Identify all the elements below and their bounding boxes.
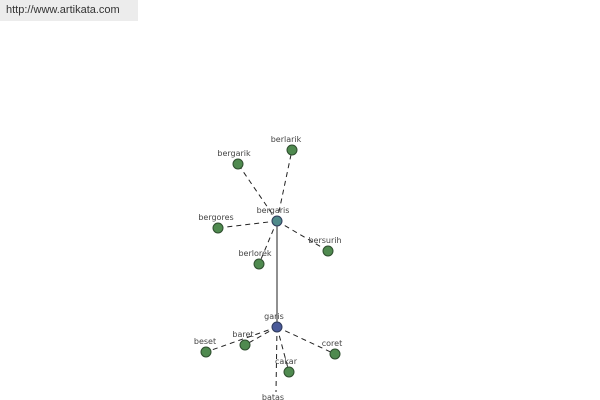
node-baret[interactable] — [239, 339, 251, 351]
label-berlarik[interactable]: berlarik — [271, 135, 302, 144]
edge-bergaris-bergores — [217, 220, 278, 229]
label-beset[interactable]: beset — [194, 337, 216, 346]
node-beset[interactable] — [200, 346, 212, 358]
node-coret[interactable] — [329, 348, 341, 360]
node-berlorek[interactable] — [253, 258, 265, 270]
node-berlarik[interactable] — [286, 144, 298, 156]
label-bergores[interactable]: bergores — [198, 213, 233, 222]
edge-bergaris-bersurih — [276, 220, 329, 252]
edges — [205, 149, 336, 393]
node-cakar[interactable] — [283, 366, 295, 378]
label-berlorek[interactable]: berlorek — [238, 249, 271, 258]
label-bergarik[interactable]: bergarik — [217, 149, 251, 158]
edge-bergaris-bergarik — [237, 163, 278, 222]
label-bergaris[interactable]: bergaris — [257, 206, 290, 215]
edge-garis-baret — [244, 326, 278, 346]
node-bergarik[interactable] — [232, 158, 244, 170]
edge-garis-coret — [276, 326, 336, 355]
label-baret[interactable]: baret — [232, 330, 253, 339]
edge-garis-cakar — [276, 326, 290, 373]
node-bergaris[interactable] — [271, 215, 283, 227]
node-bergores[interactable] — [212, 222, 224, 234]
edge-garis-batas — [275, 326, 278, 393]
label-garis[interactable]: garis — [264, 312, 284, 321]
source-url[interactable]: http://www.artikata.com — [0, 0, 138, 21]
labels: bergarik berlarik bergores bergaris bers… — [194, 135, 342, 400]
edge-bergaris-berlorek — [258, 220, 278, 265]
nodes — [200, 144, 341, 378]
label-coret[interactable]: coret — [322, 339, 342, 348]
edge-bergaris-berlarik — [276, 149, 293, 222]
label-bersurih[interactable]: bersurih — [308, 236, 341, 245]
label-cakar[interactable]: cakar — [275, 357, 298, 366]
label-batas[interactable]: batas — [262, 393, 284, 400]
node-bersurih[interactable] — [322, 245, 334, 257]
edge-garis-beset — [205, 326, 278, 353]
node-garis[interactable] — [271, 321, 283, 333]
